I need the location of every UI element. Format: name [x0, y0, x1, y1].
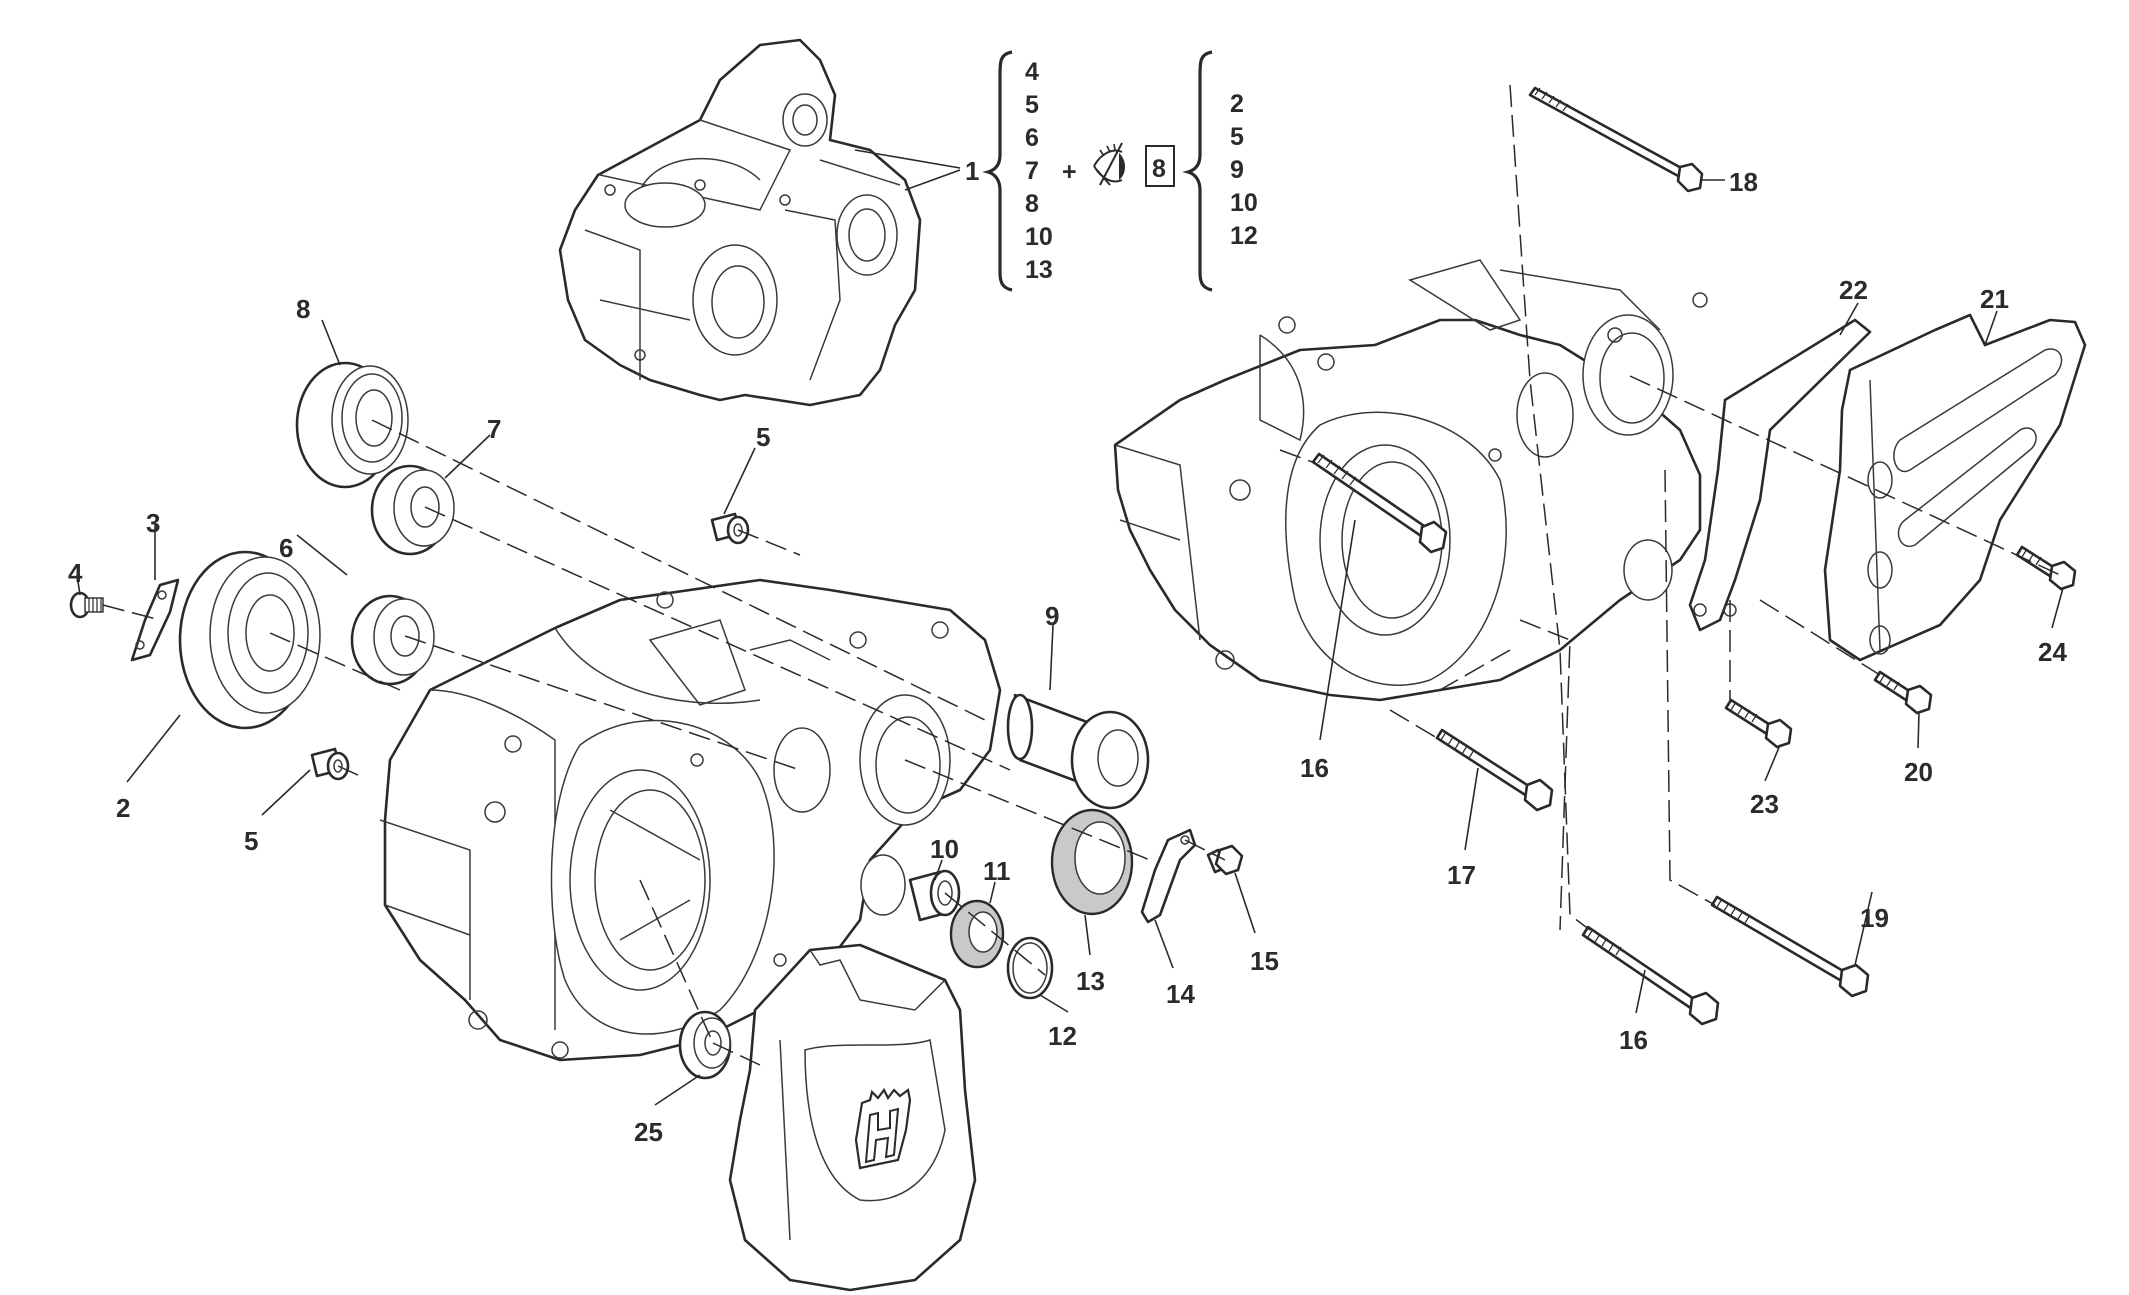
seal-ring-11	[949, 899, 1005, 969]
label-part-21: 21	[1980, 284, 2009, 314]
plus-sign: +	[1062, 158, 1077, 186]
label-part-6: 6	[279, 533, 293, 563]
label-part-10: 10	[930, 834, 959, 864]
label-part-2: 2	[116, 793, 130, 823]
lock-plate-3	[130, 578, 180, 662]
list-item: 10	[1025, 223, 1053, 251]
bracket-14	[1140, 828, 1197, 924]
label-part-5-lower: 5	[244, 826, 258, 856]
label-part-1: 1	[965, 156, 979, 186]
bearing-7	[370, 464, 455, 556]
label-part-25: 25	[634, 1117, 663, 1147]
leader-lines	[76, 179, 2064, 1106]
assembly-includes-list: 4 5 6 7 8 10 13	[1025, 58, 1053, 284]
husqvarna-logo	[854, 1087, 912, 1170]
see-reference-eye-icon	[1093, 142, 1125, 186]
reference-includes-list: 2 5 9 10 12	[1230, 90, 1258, 250]
label-part-19: 19	[1860, 903, 1889, 933]
crankcase-left-half	[379, 578, 1002, 1062]
list-item: 5	[1025, 91, 1039, 119]
label-part-9: 9	[1045, 601, 1059, 631]
label-part-22: 22	[1839, 275, 1868, 305]
bolt-17	[1435, 728, 1554, 812]
list-item: 2	[1230, 90, 1244, 118]
list-item: 7	[1025, 157, 1039, 185]
callout-brace-left	[982, 50, 1013, 292]
label-part-4: 4	[68, 558, 83, 588]
screw-4	[69, 591, 104, 619]
label-part-23: 23	[1750, 789, 1779, 819]
bolt-18	[1528, 86, 1704, 193]
label-part-13: 13	[1076, 966, 1105, 996]
part-number-labels: 8 7 3 6 4 2 5 5 9 10 11 12 13 14 15 25 1…	[68, 167, 2067, 1147]
shaft-seal-13	[1050, 808, 1134, 916]
label-part-18: 18	[1729, 167, 1758, 197]
label-part-14: 14	[1166, 979, 1195, 1009]
bearing-25	[678, 1010, 732, 1080]
bolt-23	[1724, 698, 1793, 749]
list-item: 4	[1025, 58, 1039, 86]
list-item: 10	[1230, 189, 1258, 217]
label-part-12: 12	[1048, 1021, 1077, 1051]
list-item: 13	[1025, 256, 1053, 284]
list-item: 8	[1025, 190, 1039, 218]
label-part-15: 15	[1250, 946, 1279, 976]
crankcase-right-half	[1113, 259, 1708, 702]
label-part-16-lower: 16	[1619, 1025, 1648, 1055]
leader-1b	[904, 169, 961, 191]
list-item: 5	[1230, 123, 1244, 151]
bolt-16-lower	[1581, 925, 1720, 1026]
label-part-11: 11	[983, 856, 1011, 886]
list-item: 9	[1230, 156, 1244, 184]
dowel-5-lower	[310, 747, 350, 781]
label-part-5-upper: 5	[756, 422, 770, 452]
bolt-16-upper	[1311, 452, 1448, 554]
ignition-cover	[728, 943, 977, 1292]
cover-21	[1823, 313, 2087, 662]
label-part-7: 7	[487, 414, 501, 444]
circlip-12	[1006, 936, 1054, 1000]
list-item: 6	[1025, 124, 1039, 152]
label-part-16-upper: 16	[1300, 753, 1329, 783]
assembly-axis-lines	[102, 84, 2061, 1066]
reference-box	[1145, 145, 1175, 187]
spacer-10	[908, 869, 961, 922]
bolt-20	[1873, 670, 1933, 715]
bearing-6	[350, 594, 435, 686]
bearing-8	[295, 361, 409, 489]
bolt-24	[2015, 545, 2077, 591]
reference-box-number: 8	[1152, 155, 1166, 183]
label-part-24: 24	[2038, 637, 2067, 667]
bearing-2	[178, 550, 321, 730]
bolt-19	[1710, 895, 1870, 998]
callout-brace-right	[1182, 50, 1213, 292]
bushing-9	[1006, 693, 1150, 810]
label-part-3: 3	[146, 508, 160, 538]
bolt-15	[1206, 844, 1244, 876]
leader-1a	[854, 149, 961, 169]
label-part-17: 17	[1447, 860, 1476, 890]
crankcase-assembly-illustration	[558, 38, 922, 407]
list-item: 12	[1230, 222, 1258, 250]
label-part-20: 20	[1904, 757, 1933, 787]
label-part-8: 8	[296, 294, 310, 324]
dowel-5-upper	[710, 512, 750, 545]
